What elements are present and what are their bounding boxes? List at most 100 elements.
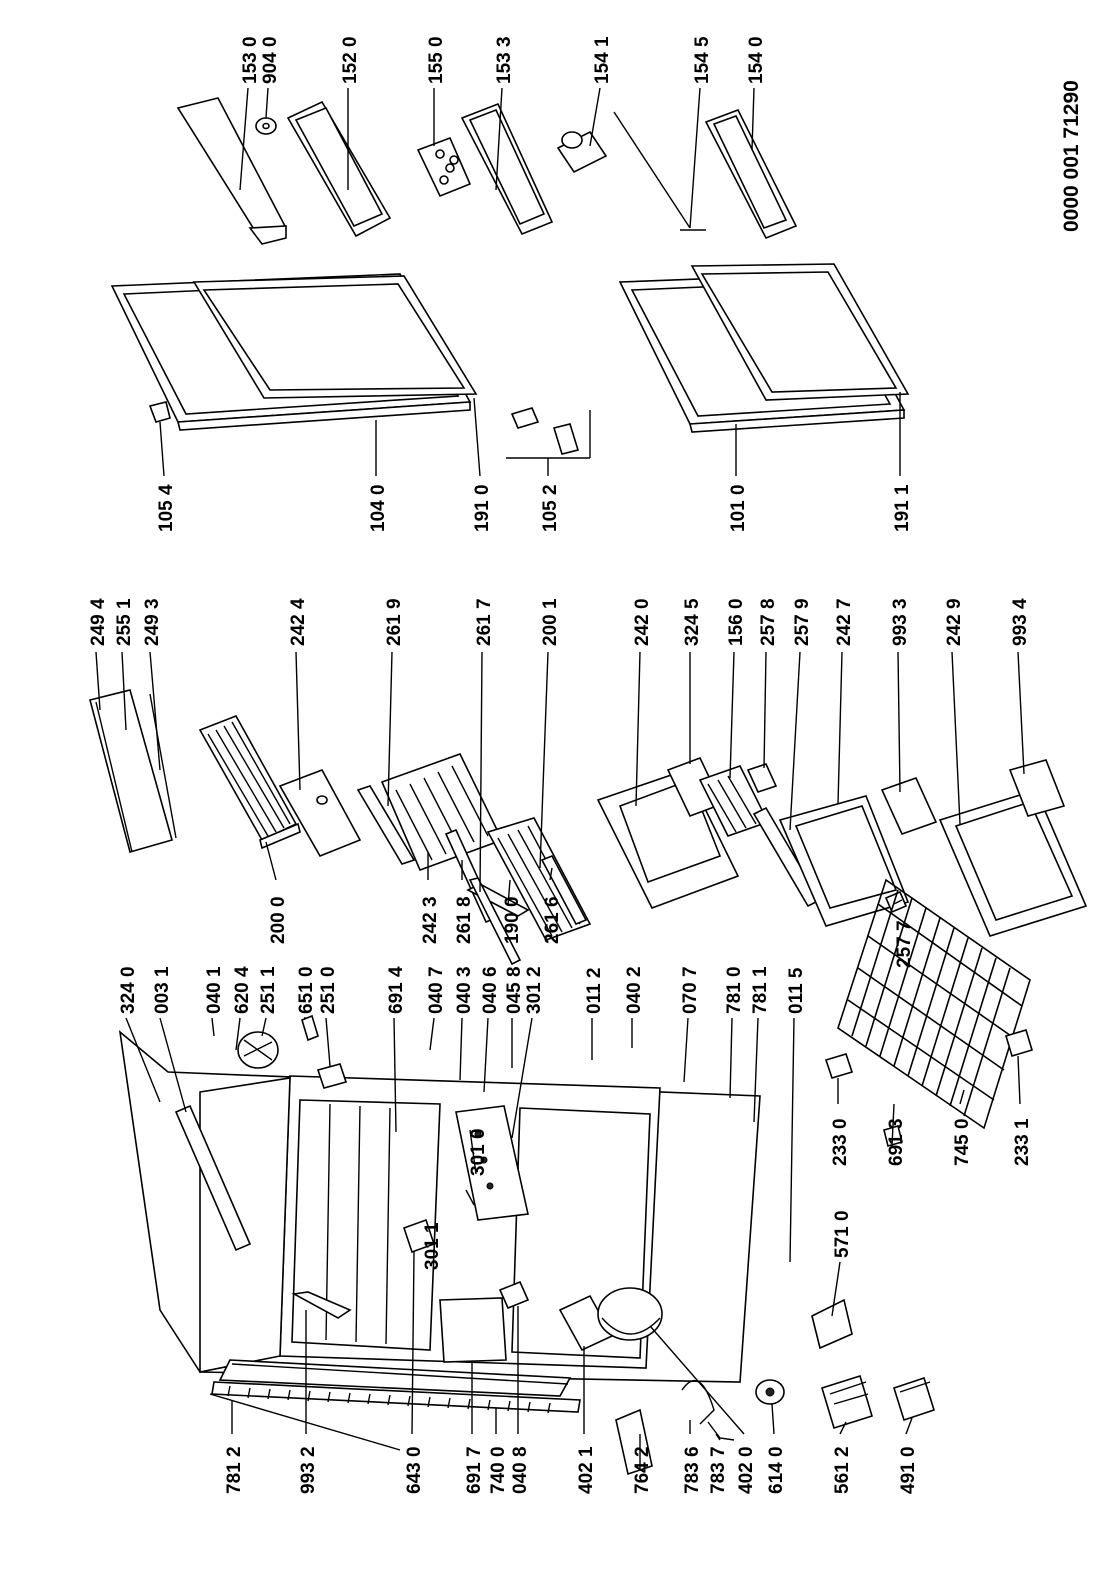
- document-id: 0000 001 71290: [1060, 80, 1083, 232]
- label-261-7: 261 7: [474, 598, 495, 646]
- egg-tray-156-0: [698, 765, 770, 837]
- glass-shelf-255-1: [89, 689, 177, 853]
- leader-lines: [95, 87, 1025, 1470]
- label-571-0: 571 0: [832, 1210, 853, 1258]
- tube-783-6: [681, 1379, 715, 1425]
- door-balcony-153-0: [176, 97, 288, 245]
- rod-781-2: [209, 1393, 401, 1451]
- label-242-3: 242 3: [420, 896, 441, 944]
- label-200-0: 200 0: [268, 896, 289, 944]
- lamp-holder-643-0: [402, 1218, 436, 1254]
- label-154-1: 154 1: [592, 36, 613, 84]
- box-691-7: [439, 1297, 507, 1363]
- label-242-9: 242 9: [944, 598, 965, 646]
- rail-261-7: [468, 877, 522, 966]
- drawings: [89, 97, 1088, 1476]
- part-257-8: [746, 763, 778, 793]
- heater-740-0: [211, 1381, 581, 1414]
- label-105-2: 105 2: [540, 484, 561, 532]
- label-324-0: 324 0: [118, 966, 139, 1014]
- cover-491-0: [893, 1376, 935, 1422]
- label-904-0: 904 0: [260, 36, 281, 84]
- label-993-3: 993 3: [890, 598, 911, 646]
- washer-904-0: [255, 117, 277, 135]
- label-691-4: 691 4: [386, 966, 407, 1014]
- egg-tray-155-0: [416, 136, 472, 198]
- label-255-1: 255 1: [114, 598, 135, 646]
- label-040-8: 040 8: [510, 1446, 531, 1494]
- relay-561-2: [821, 1374, 873, 1430]
- crisper-242-7: [778, 795, 910, 927]
- rail-261-6: [540, 854, 588, 926]
- label-781-1: 781 1: [750, 966, 771, 1014]
- label-155-0: 155 0: [426, 36, 447, 84]
- label-261-6: 261 6: [542, 896, 563, 944]
- label-191-1: 191 1: [892, 484, 913, 532]
- control-panel-301: [455, 1105, 529, 1221]
- rod-154-5: [613, 111, 706, 231]
- label-691-7: 691 7: [464, 1446, 485, 1494]
- grid-shelf-200-1: [486, 817, 592, 941]
- label-491-0: 491 0: [898, 1446, 919, 1494]
- rail-261-9: [356, 785, 416, 865]
- label-251-1: 251 1: [258, 966, 279, 1014]
- label-200-1: 200 1: [540, 598, 561, 646]
- label-993-4: 993 4: [1010, 598, 1031, 646]
- compressor-402-0: [597, 1287, 663, 1341]
- label-249-4: 249 4: [88, 598, 109, 646]
- drain-tube-571-0: [811, 1298, 853, 1350]
- filter-764-2: [615, 1408, 653, 1476]
- label-257-8: 257 8: [758, 598, 779, 646]
- handle-993-2: [291, 1291, 352, 1319]
- relay-614-0: [755, 1379, 785, 1405]
- cover-993-3: [880, 777, 938, 835]
- label-154-0: 154 0: [746, 36, 767, 84]
- label-324-5: 324 5: [682, 598, 703, 646]
- label-257-9: 257 9: [792, 598, 813, 646]
- label-105-4: 105 4: [156, 484, 177, 532]
- label-651-0: 651 0: [296, 966, 317, 1014]
- label-251-0: 251 0: [318, 966, 339, 1014]
- label-691-3: 691 3: [886, 1118, 907, 1166]
- lamp-651-0: [301, 1014, 319, 1042]
- label-614-0: 614 0: [766, 1446, 787, 1494]
- label-233-1: 233 1: [1012, 1118, 1033, 1166]
- grid-shelf-200-0: [198, 715, 301, 850]
- label-740-0: 740 0: [488, 1446, 509, 1494]
- part-labels: 153 0 904 0 152 0 155 0 153 3 154 1 154 …: [88, 36, 1083, 1494]
- label-764-2: 764 2: [632, 1446, 653, 1494]
- label-249-3: 249 3: [142, 598, 163, 646]
- label-242-0: 242 0: [632, 598, 653, 646]
- bracket-233-0: [824, 1053, 854, 1079]
- label-040-3: 040 3: [454, 966, 475, 1014]
- cover-251-0: [316, 1063, 348, 1089]
- label-781-2: 781 2: [224, 1446, 245, 1494]
- fan-251-1: [237, 1031, 279, 1069]
- label-003-1: 003 1: [152, 966, 173, 1014]
- cabinet: [118, 1030, 761, 1397]
- label-261-8: 261 8: [454, 896, 475, 944]
- label-643-0: 643 0: [404, 1446, 425, 1494]
- door-shelf-154-0: [704, 108, 798, 240]
- label-301-0: 301 0: [468, 1128, 489, 1176]
- label-781-0: 781 0: [724, 966, 745, 1014]
- label-301-1: 301 1: [422, 1222, 443, 1270]
- lower-gasket-191-1: [690, 263, 910, 401]
- label-257-7: 257 7: [894, 920, 915, 968]
- label-242-7: 242 7: [834, 598, 855, 646]
- label-993-2: 993 2: [298, 1446, 319, 1494]
- label-402-0: 402 0: [736, 1446, 757, 1494]
- label-745-0: 745 0: [952, 1118, 973, 1166]
- label-242-4: 242 4: [288, 598, 309, 646]
- label-156-0: 156 0: [726, 598, 747, 646]
- label-233-0: 233 0: [830, 1118, 851, 1166]
- label-040-1: 040 1: [204, 966, 225, 1014]
- crisper-242-9: [938, 789, 1088, 937]
- label-261-9: 261 9: [384, 598, 405, 646]
- label-011-5: 011 5: [786, 967, 807, 1014]
- label-070-7: 070 7: [680, 966, 701, 1014]
- label-783-7: 783 7: [708, 1446, 729, 1494]
- evaporator-745-0: [837, 878, 1031, 1130]
- label-191-0: 191 0: [472, 484, 493, 532]
